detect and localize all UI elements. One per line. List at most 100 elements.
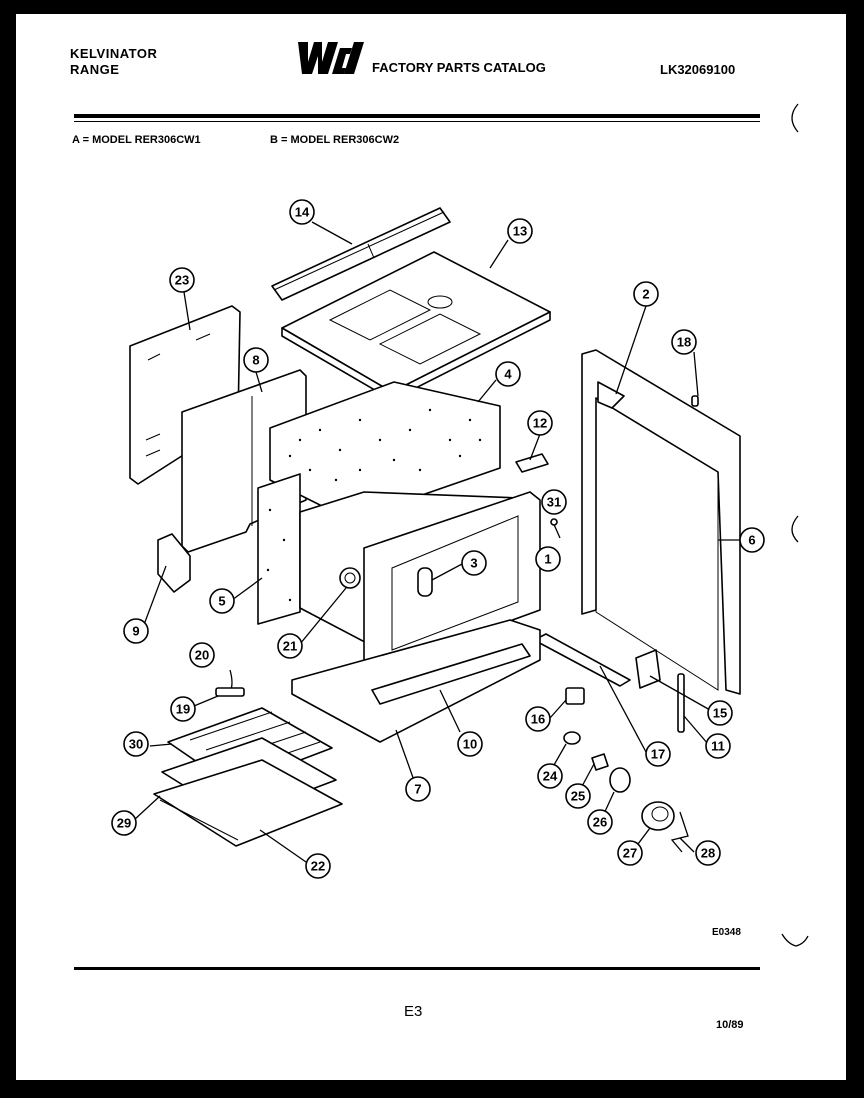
callout-12: 12	[527, 410, 553, 436]
leveling-leg-part	[677, 673, 685, 733]
callout-label: 7	[414, 782, 421, 797]
broiler-pan-part	[153, 737, 343, 847]
callout-25: 25	[565, 783, 591, 809]
page-number: E3	[404, 1003, 423, 1020]
callout-label: 24	[543, 769, 558, 784]
model-b-label: B = MODEL RER306CW2	[270, 134, 400, 146]
screw-part	[550, 518, 561, 539]
cooktop-part	[281, 251, 551, 401]
callout-label: 16	[531, 712, 545, 727]
callout-label: 9	[132, 624, 139, 639]
callout-9: 9	[123, 618, 149, 644]
knob-part	[641, 801, 675, 831]
callout-1: 1	[535, 546, 561, 572]
callout-20: 20	[189, 642, 215, 668]
callout-28: 28	[695, 840, 721, 866]
callout-14: 14	[289, 199, 315, 225]
callout-label: 5	[218, 594, 225, 609]
leveling-bracket-part	[635, 649, 661, 689]
callout-24: 24	[537, 763, 563, 789]
callout-label: 10	[463, 737, 477, 752]
callout-17: 17	[645, 741, 671, 767]
binder-hole-mark	[791, 103, 799, 133]
catalog-number: LK32069100	[660, 62, 736, 77]
kick-plate-part	[371, 643, 531, 705]
callout-2: 2	[633, 281, 659, 307]
callout-label: 21	[283, 639, 297, 654]
brand-name: KELVINATOR	[70, 46, 158, 61]
callout-3: 3	[461, 550, 487, 576]
callout-label: 23	[175, 273, 189, 288]
callout-label: 29	[117, 816, 131, 831]
callout-label: 19	[176, 702, 190, 717]
callout-8: 8	[243, 347, 269, 373]
callout-label: 27	[623, 846, 637, 861]
callout-label: 8	[252, 353, 259, 368]
callout-4: 4	[495, 361, 521, 387]
product-type: RANGE	[70, 62, 120, 77]
side-screw-part	[691, 395, 699, 407]
callout-5: 5	[209, 588, 235, 614]
side-panel-part	[581, 349, 741, 695]
callout-7: 7	[405, 776, 431, 802]
callout-leaders	[133, 221, 740, 863]
callout-label: 31	[547, 495, 561, 510]
header-rule-thin	[74, 121, 760, 122]
grommet-part	[563, 731, 581, 745]
callout-19: 19	[170, 696, 196, 722]
callout-label: 3	[470, 556, 477, 571]
callout-label: 17	[651, 747, 665, 762]
callout-label: 25	[571, 789, 585, 804]
wci-logo-icon	[298, 42, 364, 74]
callout-label: 30	[129, 737, 143, 752]
side-insulation-part	[257, 473, 301, 625]
wire-terminal-part	[215, 669, 245, 697]
callout-21: 21	[277, 633, 303, 659]
lamp-socket-part	[339, 567, 361, 589]
callout-22: 22	[305, 853, 331, 879]
callout-label: 1	[544, 552, 551, 567]
callout-label: 22	[311, 859, 325, 874]
callout-23: 23	[169, 267, 195, 293]
bottom-rail-part	[533, 633, 631, 687]
receptacle-part	[417, 567, 433, 597]
binder-hole-mark	[781, 933, 809, 947]
switch-part	[565, 687, 585, 705]
callout-30: 30	[123, 731, 149, 757]
callout-10: 10	[457, 731, 483, 757]
callout-label: 15	[713, 706, 727, 721]
callout-label: 26	[593, 815, 607, 830]
callout-26: 26	[587, 809, 613, 835]
callout-27: 27	[617, 840, 643, 866]
callout-16: 16	[525, 706, 551, 732]
hinge-bracket-part	[157, 533, 191, 593]
binder-hole-mark	[791, 515, 799, 543]
callout-29: 29	[111, 810, 137, 836]
callout-6: 6	[739, 527, 765, 553]
callout-label: 11	[711, 739, 725, 754]
callout-11: 11	[705, 733, 731, 759]
catalog-title: FACTORY PARTS CATALOG	[372, 60, 546, 75]
top-trim-part	[271, 207, 451, 301]
callout-label: 4	[504, 367, 512, 382]
callout-label: 14	[295, 205, 310, 220]
callout-18: 18	[671, 329, 697, 355]
lamp-bulb-part	[609, 767, 631, 793]
callout-label: 28	[701, 846, 715, 861]
callout-label: 20	[195, 648, 209, 663]
callout-label: 2	[642, 287, 649, 302]
header-rule	[74, 114, 760, 118]
callout-label: 13	[513, 224, 527, 239]
footer-rule	[74, 967, 760, 970]
callout-label: 6	[748, 533, 755, 548]
figure-code: E0348	[712, 927, 741, 938]
callout-label: 18	[677, 335, 691, 350]
clip-part	[515, 453, 549, 473]
model-a-label: A = MODEL RER306CW1	[72, 134, 201, 146]
revision-date: 10/89	[716, 1019, 744, 1031]
lamp-receptacle-part	[591, 753, 609, 771]
callout-31: 31	[541, 489, 567, 515]
callout-13: 13	[507, 218, 533, 244]
brand-block: KELVINATOR RANGE	[70, 46, 157, 78]
